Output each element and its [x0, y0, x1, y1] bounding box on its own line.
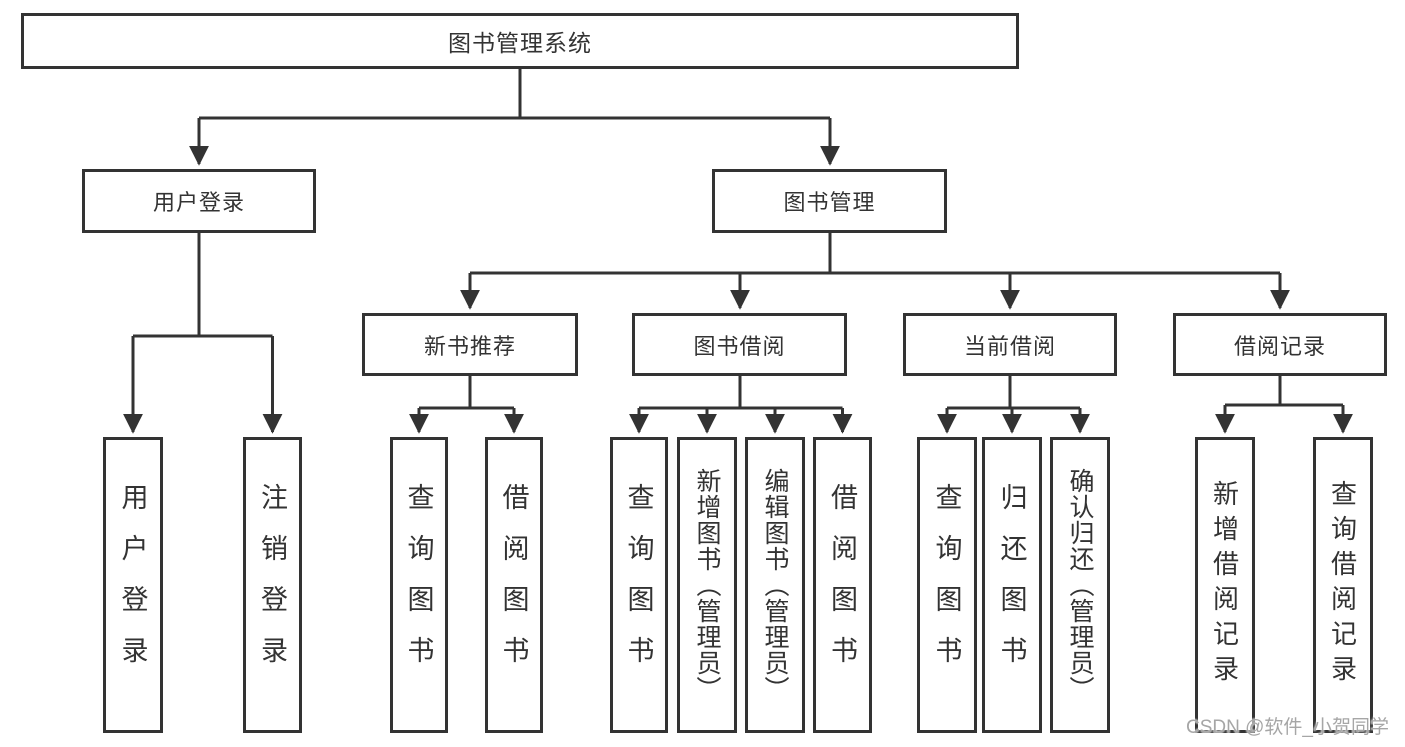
node-current-borrowing: 当前借阅 — [903, 313, 1117, 376]
leaf-borrow-books: 借阅图书 — [813, 437, 872, 733]
node-label: 图书管理 — [783, 190, 876, 215]
leaf-add-borrow-record: 新增借阅记录 — [1195, 437, 1255, 733]
node-label: 新书推荐 — [423, 333, 516, 359]
leaf-label: 新增图书（管理员） — [693, 468, 721, 702]
leaf-label: 确认归还（管理员） — [1066, 468, 1094, 702]
leaf-label: 归还图书 — [996, 483, 1027, 687]
leaf-label: 查询图书 — [403, 483, 434, 687]
leaf-add-books-admin: 新增图书（管理员） — [677, 437, 737, 733]
node-label: 借阅记录 — [1233, 333, 1326, 359]
leaf-label: 注销登录 — [257, 483, 287, 687]
node-label: 当前借阅 — [963, 333, 1056, 359]
leaf-logout: 注销登录 — [243, 437, 302, 733]
leaf-query-books-current: 查询图书 — [917, 437, 977, 733]
leaf-return-books: 归还图书 — [982, 437, 1042, 733]
node-book-management: 图书管理 — [712, 169, 947, 233]
node-label: 图书借阅 — [693, 333, 786, 359]
node-new-book-recommend: 新书推荐 — [362, 313, 578, 376]
node-label: 图书管理系统 — [448, 30, 592, 56]
leaf-label: 查询图书 — [931, 483, 962, 687]
csdn-watermark: CSDN @软件_小贺同学 — [1186, 717, 1389, 738]
leaf-label: 新增借阅记录 — [1209, 480, 1240, 690]
leaf-label: 用户登录 — [117, 483, 148, 687]
leaf-label: 查询图书 — [623, 483, 654, 687]
node-library-management-system: 图书管理系统 — [21, 13, 1019, 69]
leaf-label: 查询借阅记录 — [1327, 480, 1358, 690]
leaf-query-books-recommend: 查询图书 — [390, 437, 448, 733]
leaf-confirm-return-admin: 确认归还（管理员） — [1050, 437, 1110, 733]
leaf-user-login: 用户登录 — [103, 437, 163, 733]
leaf-edit-books-admin: 编辑图书（管理员） — [745, 437, 805, 733]
node-user-login: 用户登录 — [82, 169, 316, 233]
leaf-query-books-borrow: 查询图书 — [610, 437, 668, 733]
leaf-label: 借阅图书 — [498, 483, 529, 687]
leaf-label: 编辑图书（管理员） — [761, 468, 789, 702]
node-book-borrowing: 图书借阅 — [632, 313, 847, 376]
leaf-label: 借阅图书 — [827, 483, 857, 687]
leaf-query-borrow-record: 查询借阅记录 — [1313, 437, 1373, 733]
node-borrowing-records: 借阅记录 — [1173, 313, 1387, 376]
node-label: 用户登录 — [152, 190, 245, 215]
leaf-borrow-books-recommend: 借阅图书 — [485, 437, 543, 733]
